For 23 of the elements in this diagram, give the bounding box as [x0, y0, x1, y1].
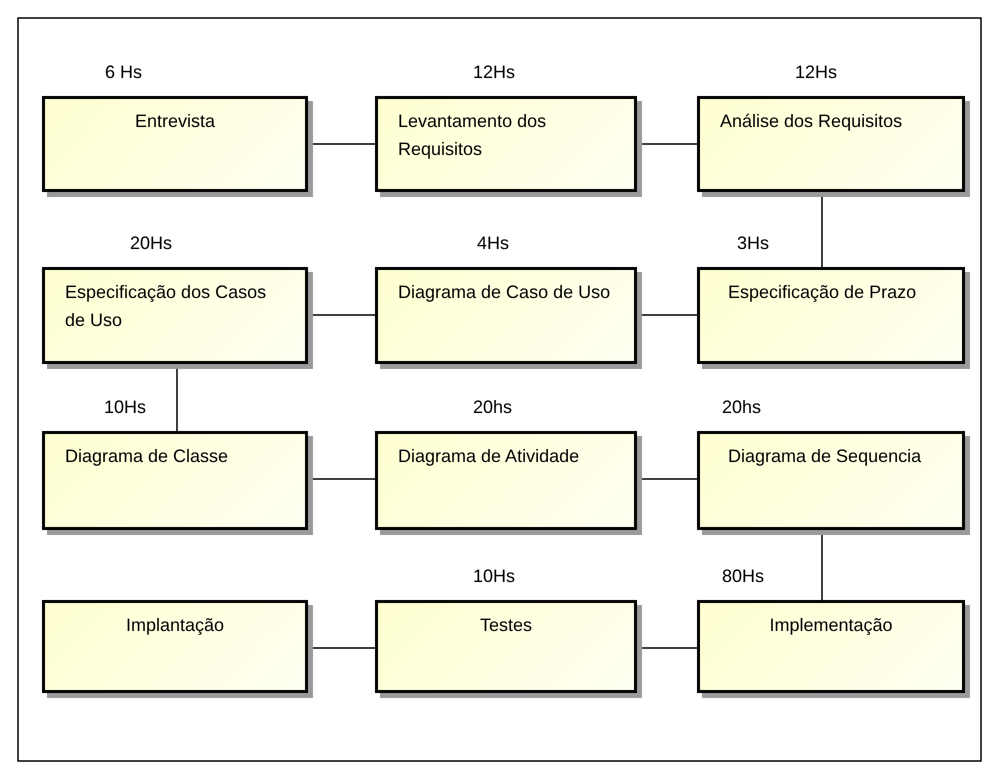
duration-label: 10Hs [473, 566, 516, 587]
duration-label: 6 Hs [105, 62, 142, 83]
duration-label: 20hs [473, 397, 512, 418]
duration-label: 4Hs [477, 233, 510, 254]
step-label: Entrevista [134, 110, 216, 133]
step-label: Diagrama de Sequencia [728, 445, 922, 468]
step-label: Testes [478, 614, 534, 637]
step-label: Diagrama de Classe [65, 445, 230, 468]
duration-label: 20hs [722, 397, 762, 418]
duration-label: 12Hs [473, 62, 516, 83]
step-label: Diagrama de Atividade [398, 445, 580, 468]
step-label: Levantamento dos Requisitos [398, 110, 548, 161]
duration-label: 20Hs [130, 233, 172, 254]
step-label: Implementação [768, 614, 894, 637]
step-label: Análise dos Requisitos [720, 110, 904, 133]
step-label: Especificação de Prazo [728, 281, 918, 304]
duration-label: 12Hs [795, 62, 838, 83]
step-label: Especificação dos Casos de Uso [65, 281, 268, 332]
step-label: Implantação [124, 614, 226, 637]
duration-label: 10Hs [104, 397, 146, 418]
step-label: Diagrama de Caso de Uso [398, 281, 612, 304]
duration-label: 3Hs [737, 233, 770, 254]
duration-label: 80Hs [722, 566, 764, 587]
